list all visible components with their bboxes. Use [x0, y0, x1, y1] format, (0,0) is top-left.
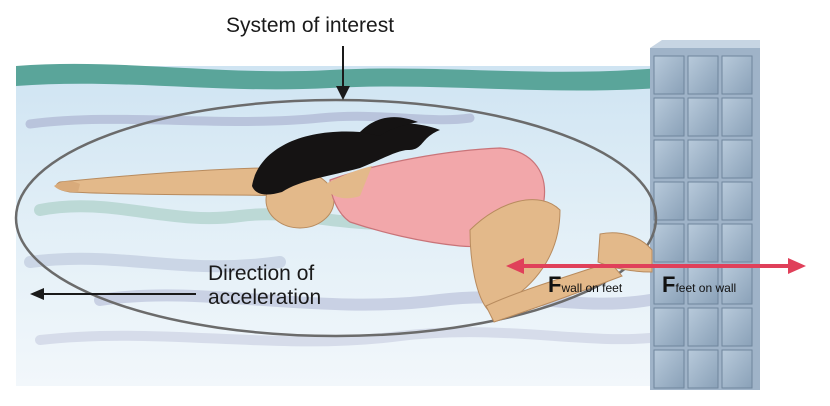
wall-tile [653, 265, 685, 305]
swimmer [54, 117, 653, 323]
force-wall-on-feet-subscript: wall on feet [561, 281, 623, 295]
force-feet-on-wall-symbol: F [662, 272, 676, 297]
wall-tile [687, 307, 719, 347]
force-wall-on-feet-symbol: F [548, 272, 562, 297]
wall-tile [687, 223, 719, 263]
system-pointer-arrowhead [336, 86, 350, 100]
force-feet-on-wall-subscript: feet on wall [675, 281, 737, 295]
wall-tile [653, 223, 685, 263]
wall-tile [653, 349, 685, 389]
wall-tile [687, 55, 719, 95]
force-feet-on-wall-label: Ffeet on wall [662, 272, 736, 298]
wall-tile [687, 181, 719, 221]
wall-tile [721, 55, 753, 95]
wall-tile [687, 349, 719, 389]
force-wall-on-feet-arrowhead [506, 258, 524, 274]
pool-wall [650, 40, 760, 390]
direction-of-acceleration-label: Direction of acceleration [208, 262, 321, 310]
wall-tile [721, 349, 753, 389]
wall-tile [721, 97, 753, 137]
wall-tile [653, 181, 685, 221]
wall-tile [653, 55, 685, 95]
direction-label-line-2: acceleration [208, 286, 322, 309]
acceleration-arrowhead [30, 288, 44, 300]
system-boundary [14, 98, 658, 338]
wall-tile [721, 139, 753, 179]
force-feet-on-wall-arrowhead [788, 258, 806, 274]
wall-tile [653, 139, 685, 179]
wall-tile [653, 97, 685, 137]
wall-tile [721, 307, 753, 347]
hair [252, 123, 440, 195]
wall-tile [687, 139, 719, 179]
wall-tile [653, 307, 685, 347]
wall-tile [687, 97, 719, 137]
wall-tile [721, 223, 753, 263]
direction-label-line-1: Direction of [208, 262, 315, 285]
force-wall-on-feet-label: Fwall on feet [548, 272, 622, 298]
water-surface [16, 63, 660, 91]
system-of-interest-label: System of interest [226, 14, 395, 37]
wall-tile [721, 181, 753, 221]
